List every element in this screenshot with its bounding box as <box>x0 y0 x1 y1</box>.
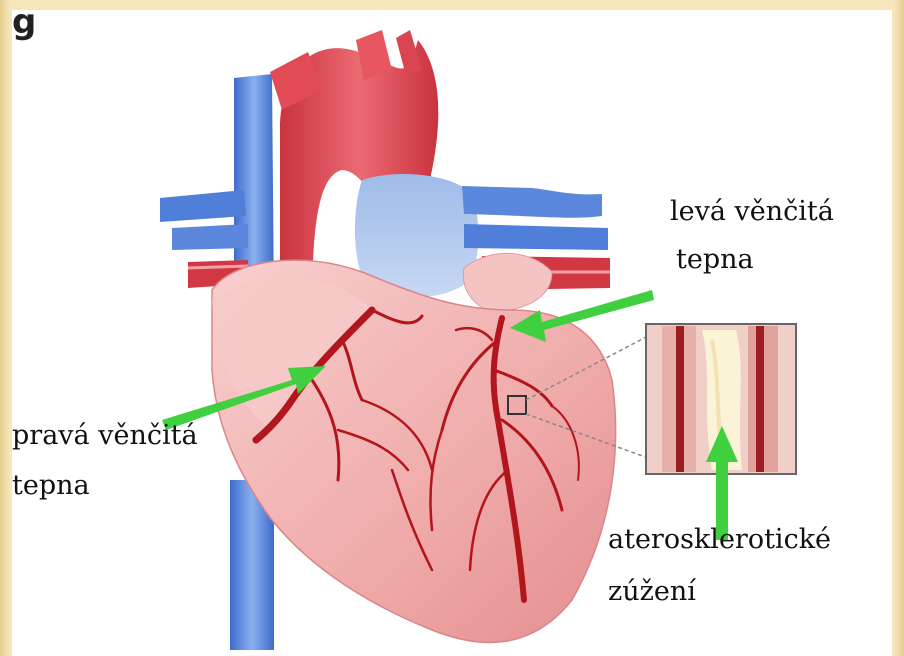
pulmonary-artery-right-1 <box>462 186 602 218</box>
label-stenosis-line2: zúžení <box>608 576 696 608</box>
label-stenosis-line1: aterosklerotické <box>608 524 831 556</box>
label-left-coronary-line2: tepna <box>676 244 754 276</box>
label-left-coronary-line1: levá věnčitá <box>670 196 834 228</box>
heart-illustration <box>12 10 892 656</box>
pulmonary-vein-left-1 <box>160 190 246 222</box>
corner-mark: g <box>12 2 36 42</box>
pulmonary-artery-right-2 <box>464 224 608 250</box>
label-right-coronary-line1: pravá věnčitá <box>12 420 198 452</box>
image-panel: g levá věnčitá tepna pravá věnčitá tepna… <box>12 10 892 656</box>
left-auricle <box>463 253 552 312</box>
pulmonary-vein-left-2 <box>172 224 248 250</box>
label-right-coronary-line2: tepna <box>12 470 90 502</box>
